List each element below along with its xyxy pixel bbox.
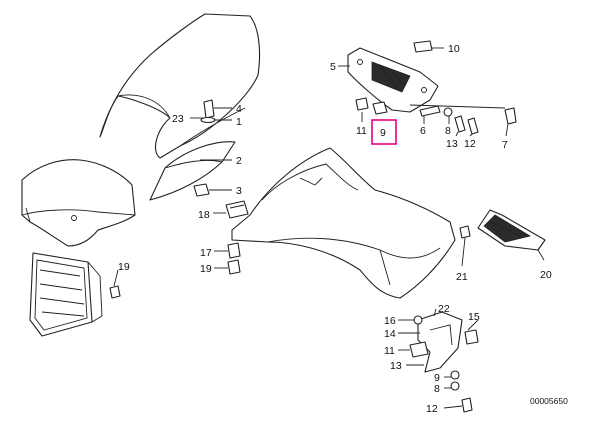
label-17[interactable]: 17 <box>200 247 212 259</box>
rubber-cap-part-10[interactable] <box>413 40 433 53</box>
label-9-highlighted[interactable]: 9 <box>380 127 386 139</box>
highlight-box <box>371 119 397 145</box>
leader-lines <box>113 47 545 409</box>
label-9-lower[interactable]: 9 <box>434 372 440 384</box>
screw-part-19-center[interactable] <box>227 259 241 275</box>
callout-labels: 10 5 11 9 6 8 13 12 7 23 4 1 2 3 18 17 1… <box>118 43 552 415</box>
screw-part-12[interactable] <box>467 117 479 135</box>
label-11-lower[interactable]: 11 <box>384 345 395 357</box>
label-8-lower[interactable]: 8 <box>434 383 440 395</box>
label-11[interactable]: 11 <box>356 125 367 137</box>
screw-part-7[interactable] <box>504 107 517 125</box>
figure-code: 00005650 <box>530 396 568 406</box>
label-10[interactable]: 10 <box>448 43 460 55</box>
label-13-lower[interactable]: 13 <box>390 360 402 372</box>
label-8[interactable]: 8 <box>445 125 451 137</box>
label-18[interactable]: 18 <box>198 209 210 221</box>
label-19-center[interactable]: 19 <box>200 263 212 275</box>
label-20[interactable]: 20 <box>540 269 552 281</box>
grommet-part-17[interactable] <box>227 242 241 259</box>
label-6[interactable]: 6 <box>420 125 426 137</box>
label-15[interactable]: 15 <box>468 311 480 323</box>
label-16[interactable]: 16 <box>384 315 396 327</box>
screw-part-21[interactable] <box>459 225 471 239</box>
label-3[interactable]: 3 <box>236 185 242 197</box>
clip-part-11[interactable] <box>355 97 369 111</box>
label-4[interactable]: 4 <box>236 103 242 115</box>
lower-panel-part-2[interactable] <box>149 141 236 201</box>
instrument-cover[interactable] <box>21 159 136 247</box>
headlight[interactable] <box>29 252 103 337</box>
label-5[interactable]: 5 <box>330 61 336 73</box>
label-7[interactable]: 7 <box>502 139 508 151</box>
lower-bracket-assembly[interactable] <box>409 311 479 413</box>
label-12[interactable]: 12 <box>464 138 476 150</box>
screw-part-19-left[interactable] <box>109 285 121 299</box>
washer-part-8[interactable] <box>443 107 453 117</box>
nut-part-3[interactable] <box>193 183 210 197</box>
label-22[interactable]: 22 <box>438 303 450 315</box>
fairing-shell[interactable] <box>231 147 456 299</box>
label-21[interactable]: 21 <box>456 271 468 283</box>
nut-part-9[interactable] <box>372 101 388 115</box>
mount-bracket-part-5[interactable] <box>347 47 439 113</box>
clip-part-18[interactable] <box>225 200 249 219</box>
label-14[interactable]: 14 <box>384 328 396 340</box>
label-12-lower[interactable]: 12 <box>426 403 438 415</box>
label-13[interactable]: 13 <box>446 138 458 150</box>
indicator-part-20[interactable] <box>477 209 546 251</box>
label-23[interactable]: 23 <box>172 113 184 125</box>
label-2[interactable]: 2 <box>236 155 242 167</box>
label-1[interactable]: 1 <box>236 116 242 128</box>
windscreen-part-1[interactable] <box>99 13 261 159</box>
label-19-left[interactable]: 19 <box>118 261 130 273</box>
screw-part-13[interactable] <box>454 115 466 133</box>
spacer-part-6[interactable] <box>419 105 441 117</box>
screw-part-4[interactable] <box>200 99 216 124</box>
